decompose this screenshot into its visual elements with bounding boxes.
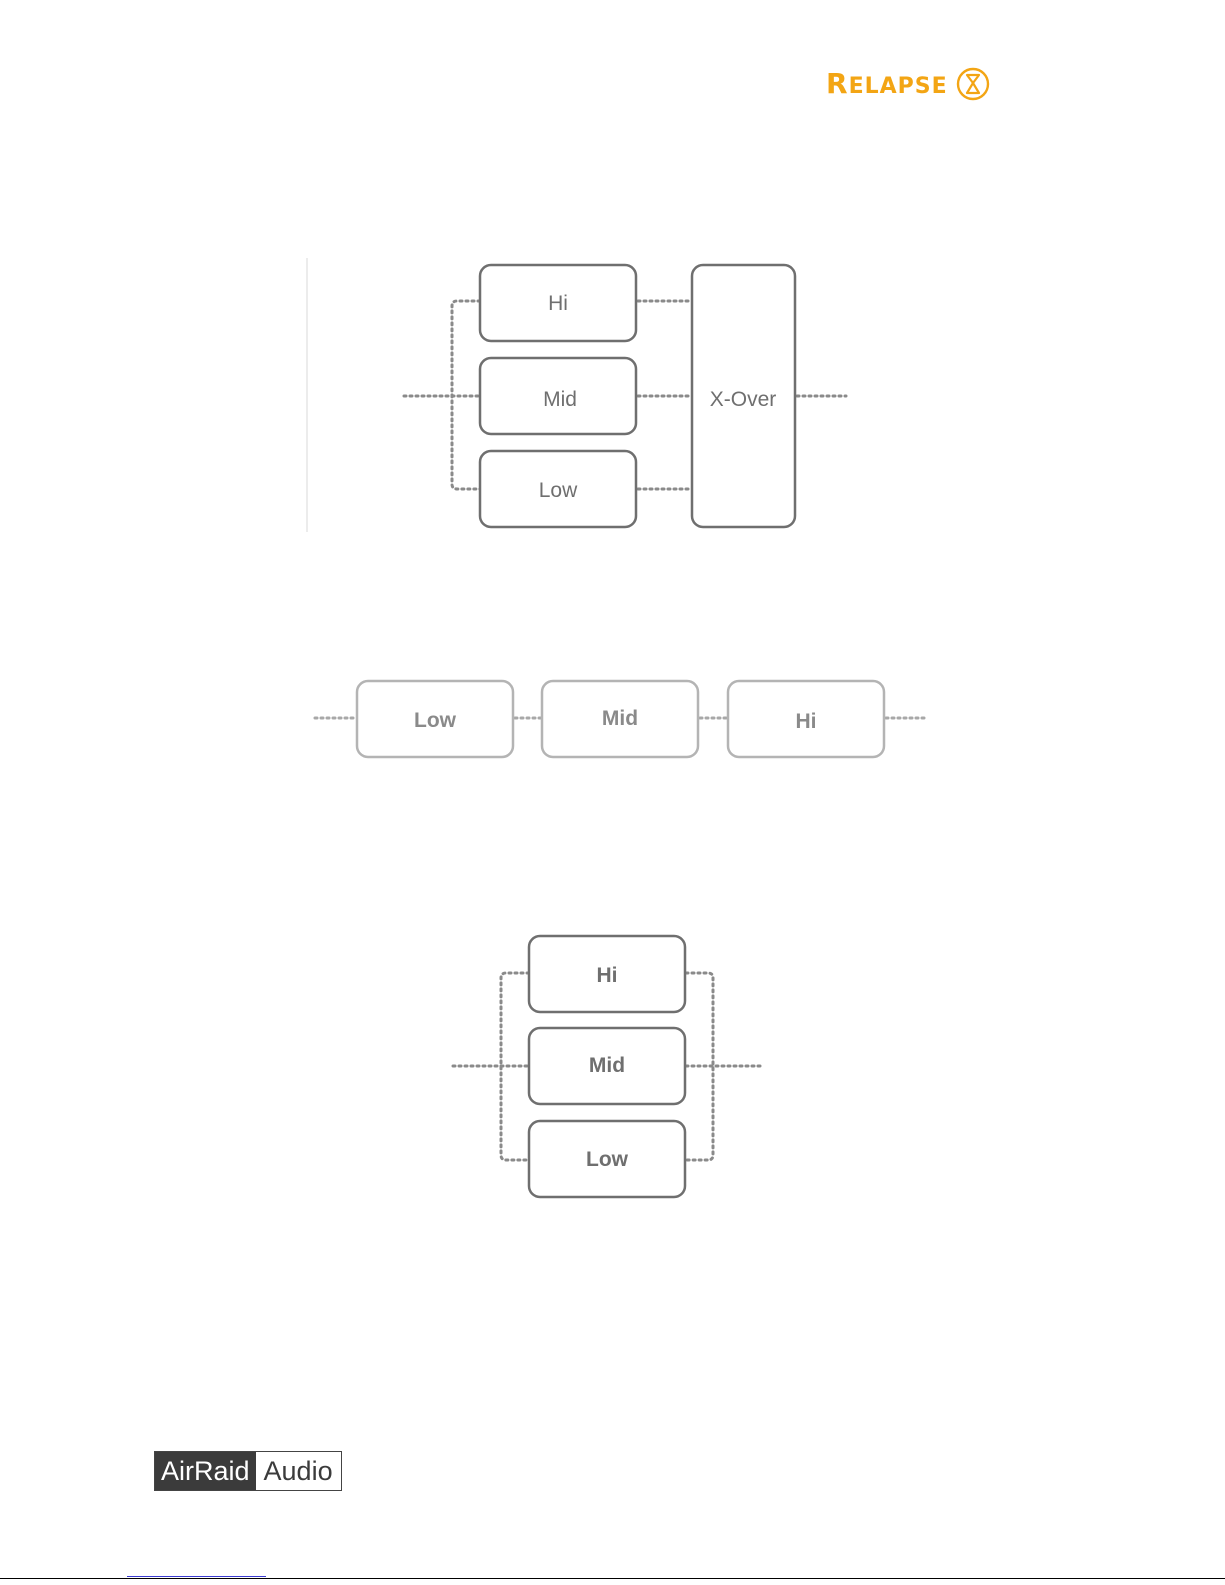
diagram-parallel: Hi Mid Low bbox=[453, 936, 763, 1197]
box-mid-label: Mid bbox=[543, 388, 577, 411]
serial-box-low: Low bbox=[357, 681, 513, 757]
box-low-label: Low bbox=[539, 479, 578, 502]
box-xover-label: X-Over bbox=[710, 388, 777, 411]
serial-box-mid: Mid bbox=[542, 681, 698, 757]
footer-rule bbox=[0, 1578, 1225, 1579]
airraid-logo-right: Audio bbox=[256, 1452, 341, 1490]
parallel-box-mid-label: Mid bbox=[589, 1054, 625, 1077]
parallel-box-mid: Mid bbox=[529, 1028, 685, 1104]
box-xover: X-Over bbox=[692, 265, 795, 527]
footer-link-underline bbox=[127, 1576, 266, 1577]
airraid-logo-left: AirRaid bbox=[155, 1452, 256, 1490]
serial-box-hi-label: Hi bbox=[796, 710, 817, 733]
airraid-audio-logo: AirRaid Audio bbox=[154, 1451, 342, 1491]
box-low: Low bbox=[480, 451, 636, 527]
serial-box-hi: Hi bbox=[728, 681, 884, 757]
serial-box-low-label: Low bbox=[414, 709, 457, 732]
parallel-box-low-label: Low bbox=[586, 1148, 629, 1171]
box-hi-label: Hi bbox=[548, 292, 568, 315]
serial-box-mid-label: Mid bbox=[602, 707, 638, 730]
box-hi: Hi bbox=[480, 265, 636, 341]
diagram-xover: Hi Mid Low X-Over bbox=[307, 258, 846, 532]
box-mid: Mid bbox=[480, 358, 636, 434]
parallel-box-hi: Hi bbox=[529, 936, 685, 1012]
diagram-serial: Low Mid Hi bbox=[315, 681, 925, 757]
parallel-box-low: Low bbox=[529, 1121, 685, 1197]
parallel-box-hi-label: Hi bbox=[597, 964, 618, 987]
